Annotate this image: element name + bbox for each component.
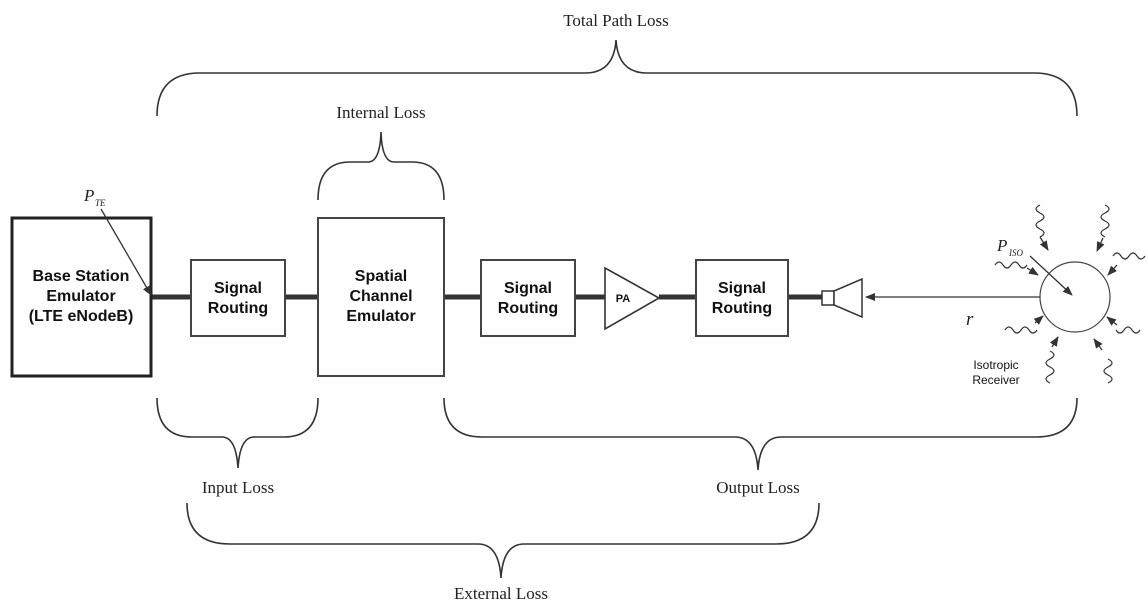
p-te-pointer xyxy=(100,208,152,296)
total-path-loss-label: Total Path Loss xyxy=(563,11,669,30)
signal-routing-block-2: Signal Routing xyxy=(480,259,576,337)
external-loss-brace xyxy=(186,502,820,579)
incoming-wave-5 xyxy=(1004,326,1038,334)
internal-loss-brace xyxy=(317,131,445,201)
base-station-emulator-block: Base Station Emulator (LTE eNodeB) xyxy=(10,216,153,378)
isotropic-receiver-line-2: Receiver xyxy=(972,373,1019,387)
p-iso-subscript: ISO xyxy=(1008,248,1023,258)
isotropic-receiver-line-1: Isotropic xyxy=(973,358,1018,372)
internal-loss-label: Internal Loss xyxy=(336,103,425,122)
p-iso-label: P ISO xyxy=(996,236,1023,258)
signal-routing-block-1: Signal Routing xyxy=(190,259,286,337)
p-iso-pointer xyxy=(1029,255,1073,296)
p-te-symbol: P xyxy=(83,186,94,205)
base-station-line-1: Base Station xyxy=(33,268,130,285)
incoming-waves xyxy=(994,204,1146,384)
base-station-line-3: (LTE eNodeB) xyxy=(29,308,134,325)
incoming-wave-7 xyxy=(1045,350,1055,384)
spatial-channel-emulator-block: Spatial Channel Emulator xyxy=(317,217,445,377)
spatial-channel-line-1: Spatial xyxy=(355,268,407,285)
p-te-subscript: TE xyxy=(95,198,106,208)
p-te-label: P TE xyxy=(83,186,106,208)
input-loss-brace xyxy=(156,397,319,469)
signal-routing-1-line-2: Routing xyxy=(208,300,268,317)
incoming-wave-6 xyxy=(1115,326,1141,334)
horn-antenna-icon xyxy=(821,277,863,319)
incoming-wave-1 xyxy=(1035,204,1045,238)
distance-r-label: r xyxy=(966,309,974,330)
p-iso-symbol: P xyxy=(996,236,1007,255)
output-loss-brace xyxy=(443,397,1078,471)
signal-routing-block-3: Signal Routing xyxy=(695,259,789,337)
incoming-wave-2 xyxy=(1100,204,1110,238)
total-path-loss-brace xyxy=(156,39,1078,117)
pa-amplifier: PA xyxy=(604,266,661,331)
signal-routing-1-line-1: Signal xyxy=(214,280,262,297)
signal-routing-2-line-1: Signal xyxy=(504,280,552,297)
pa-label: PA xyxy=(616,293,631,305)
input-loss-label: Input Loss xyxy=(202,478,274,497)
spatial-channel-line-3: Emulator xyxy=(346,308,415,325)
spatial-channel-line-2: Channel xyxy=(349,288,412,305)
signal-routing-3-line-1: Signal xyxy=(718,280,766,297)
incoming-wave-3 xyxy=(994,261,1028,269)
incoming-wave-4 xyxy=(1112,252,1146,260)
output-loss-label: Output Loss xyxy=(716,478,800,497)
isotropic-receiver-sphere xyxy=(1039,261,1111,333)
signal-routing-2-line-2: Routing xyxy=(498,300,558,317)
base-station-line-2: Emulator xyxy=(46,288,115,305)
signal-routing-3-line-2: Routing xyxy=(712,300,772,317)
external-loss-label: External Loss xyxy=(454,584,548,603)
incoming-wave-8 xyxy=(1103,358,1113,384)
